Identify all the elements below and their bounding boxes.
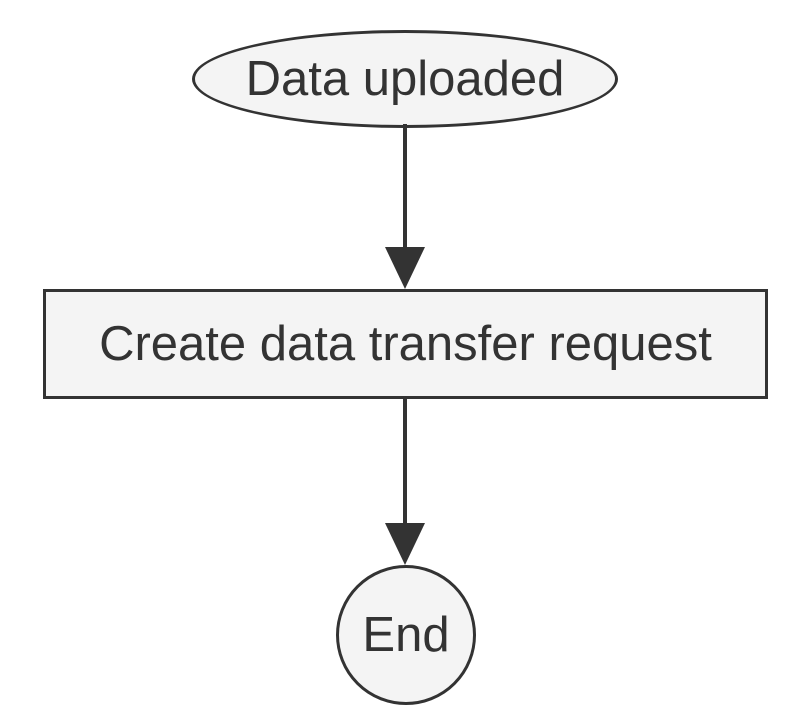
edge-process-to-end-line (403, 399, 407, 527)
node-end-label: End (362, 607, 450, 662)
node-create-data-transfer-request: Create data transfer request (43, 289, 768, 399)
node-data-uploaded-label: Data uploaded (245, 51, 565, 106)
arrow-down-icon (385, 523, 425, 565)
node-create-data-transfer-request-label: Create data transfer request (99, 316, 712, 371)
node-data-uploaded: Data uploaded (192, 30, 618, 128)
edge-start-to-process-line (403, 124, 407, 252)
node-end: End (336, 565, 476, 705)
arrow-down-icon (385, 247, 425, 289)
